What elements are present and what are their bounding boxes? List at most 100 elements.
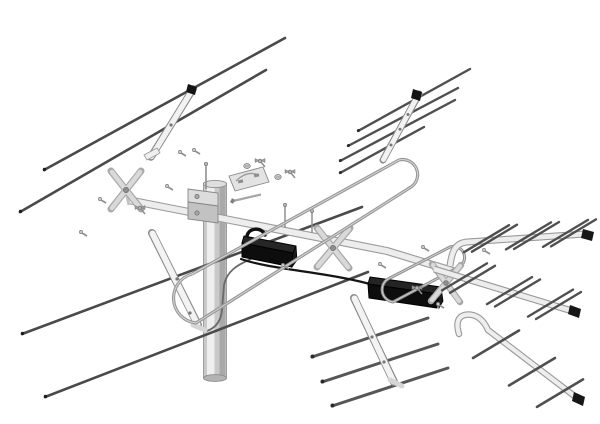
washer-hole <box>245 164 249 168</box>
element-rod <box>330 366 450 408</box>
rod-end-tip <box>339 159 342 162</box>
element-clamp-screw <box>169 123 173 127</box>
director-rod <box>448 264 497 294</box>
screw-head <box>79 230 83 234</box>
bracket-center-bolt <box>329 244 336 251</box>
clamp-through-bolt-head <box>229 198 236 204</box>
element-rod <box>338 125 426 175</box>
director-rod <box>485 275 534 306</box>
element-group-bottom-middle <box>310 294 450 408</box>
vhf-long-elements <box>18 36 370 399</box>
rod-end-tip <box>42 167 47 172</box>
screw-shaft <box>484 250 491 255</box>
strut-foot <box>190 322 208 333</box>
director-rod <box>440 262 489 292</box>
clamp-through-bolt <box>232 193 262 203</box>
vhf-folded-dipole <box>171 157 420 325</box>
screw-head <box>436 302 440 306</box>
boom-end-black-cap <box>568 305 581 318</box>
rod-end-tip <box>357 129 360 132</box>
screw-shaft <box>180 152 187 157</box>
x-bracket-uhf-section <box>427 260 465 306</box>
vhf-element-rod <box>20 205 364 336</box>
strut-face <box>351 295 397 385</box>
director-boom-face <box>447 231 586 267</box>
director-rod <box>507 356 557 387</box>
coax-cable-down-mast <box>206 258 252 332</box>
screw-shaft <box>167 186 174 191</box>
strut-black-cap <box>186 84 197 95</box>
x-bracket-mid-boom <box>313 224 354 272</box>
wing-screw-wing <box>284 169 290 174</box>
rod-end-tip <box>18 209 23 214</box>
element-clamp-screw <box>382 360 386 364</box>
screw-shaft <box>194 150 201 155</box>
wing-screw-wing <box>290 169 296 174</box>
vhf-element-rod <box>43 270 370 399</box>
saddle-bracket-and-bolt <box>228 166 270 204</box>
uhf-lower-director-boom <box>432 262 583 321</box>
director-rod <box>504 221 553 251</box>
mast-highlight <box>207 184 215 377</box>
screw-head <box>192 148 196 152</box>
interconnect-cable <box>239 257 379 288</box>
bracket-center-bolt <box>123 186 130 193</box>
element-holder-strut-upper-left <box>147 84 197 161</box>
rod-end-tip <box>310 354 315 359</box>
wing-screw-wing <box>134 205 140 210</box>
wing-screw-shaft <box>417 288 423 295</box>
loose-hardware <box>79 147 491 309</box>
element-clamp-screw <box>188 311 192 315</box>
clamp-bolt-head <box>194 210 200 216</box>
vhf-element-rod <box>18 68 268 214</box>
x-bracket-boom-left-end <box>107 167 145 213</box>
screw-head <box>421 245 425 249</box>
wing-screw-wing <box>140 205 146 210</box>
bracket-bolt-pin-head <box>283 203 287 207</box>
folded-dipole-sheen <box>173 159 419 324</box>
mast-to-boom-clamp <box>187 161 219 224</box>
rod-end-tip <box>339 171 342 174</box>
curved-director-boom-bottom-right <box>454 311 585 409</box>
screw-shaft <box>380 264 387 269</box>
mast-top-cap <box>203 179 227 189</box>
strut-foot <box>387 377 405 389</box>
element-holder-strut-left-of-mast <box>148 229 208 333</box>
saddle-plate <box>228 166 270 192</box>
screw-head <box>281 263 285 267</box>
bracket-center-bolt <box>443 280 449 286</box>
wing-screw-wing <box>254 158 260 163</box>
mast-bottom-cap <box>203 374 227 382</box>
washer-hole <box>276 175 280 179</box>
wing-screw-wing <box>417 285 423 290</box>
strut-face <box>148 86 196 160</box>
element-clamp-screw <box>406 113 410 116</box>
balun-interconnect-cable <box>239 257 379 288</box>
clamp-bolt-pin-head <box>203 161 209 167</box>
strut-face <box>149 230 201 328</box>
boom-end-black-cap <box>572 392 585 406</box>
wing-screw-shaft <box>140 208 146 215</box>
screw-shaft <box>423 247 430 252</box>
vhf-element-rod <box>42 36 287 172</box>
screw-head <box>98 197 102 201</box>
wing-screw-shaft <box>260 161 266 168</box>
strut-face <box>381 92 421 162</box>
coax-cable <box>206 258 252 332</box>
director-boom-face <box>455 312 580 401</box>
element-rod <box>320 342 440 384</box>
element-group-upper-right <box>338 67 472 175</box>
screw-head <box>165 184 169 188</box>
clamp-lower-plate <box>187 201 219 224</box>
rod-end-tip <box>347 144 350 147</box>
director-rod <box>534 290 583 321</box>
saddle-hole <box>237 179 244 184</box>
director-rod <box>535 378 585 409</box>
wing-screw-wing <box>260 158 266 163</box>
screw-shaft <box>283 265 290 270</box>
element-clamp-screw <box>370 335 374 339</box>
screw-head <box>482 248 486 252</box>
rod-end-tip <box>20 331 25 336</box>
